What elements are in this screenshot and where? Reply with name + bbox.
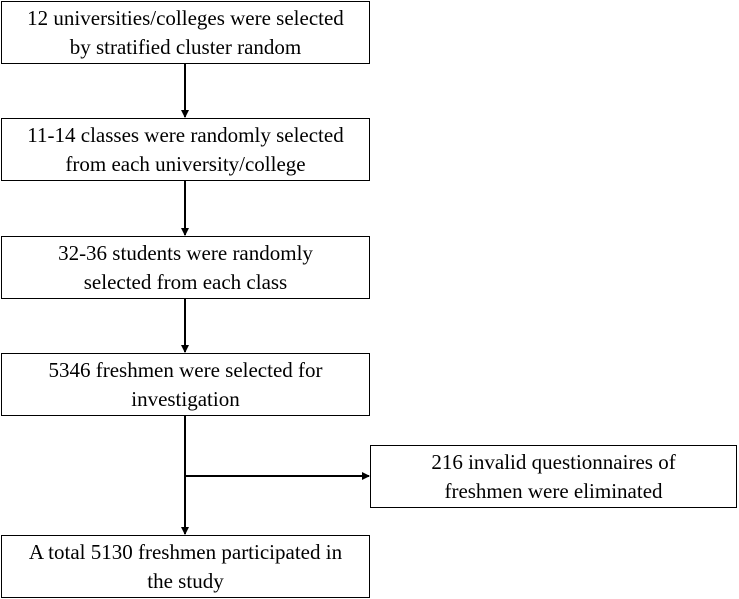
step-text-line: the study	[147, 568, 224, 593]
exclusion-text: 216 invalid questionnaires of freshmen w…	[431, 448, 675, 506]
step-text: 11-14 classes were randomly selected fro…	[27, 121, 343, 179]
step-text-line: investigation	[131, 386, 240, 411]
step-text-line: 32-36 students were randomly	[58, 240, 313, 265]
step-text: A total 5130 freshmen participated in th…	[29, 538, 342, 596]
step-text: 12 universities/colleges were selected b…	[27, 4, 344, 62]
exclusion-text-line: freshmen were eliminated	[444, 478, 663, 503]
step-text-line: by stratified cluster random	[69, 34, 302, 59]
step-text: 5346 freshmen were selected for investig…	[48, 356, 322, 414]
step-box-freshmen-selected: 5346 freshmen were selected for investig…	[1, 353, 370, 416]
step-text-line: A total 5130 freshmen participated in	[28, 539, 343, 564]
step-text: 32-36 students were randomly selected fr…	[58, 239, 313, 297]
step-text-line: selected from each class	[83, 269, 288, 294]
step-box-selection-students: 32-36 students were randomly selected fr…	[1, 236, 370, 299]
step-text-line: 11-14 classes were randomly selected	[27, 122, 344, 147]
step-box-selection-classes: 11-14 classes were randomly selected fro…	[1, 118, 370, 181]
step-box-selection-universities: 12 universities/colleges were selected b…	[1, 1, 370, 64]
step-text-line: from each university/college	[65, 151, 306, 176]
step-text-line: 12 universities/colleges were selected	[27, 5, 344, 30]
exclusion-box-invalid-questionnaires: 216 invalid questionnaires of freshmen w…	[370, 445, 737, 508]
step-box-final-participants: A total 5130 freshmen participated in th…	[1, 535, 370, 598]
exclusion-text-line: 216 invalid questionnaires of	[431, 449, 676, 474]
step-text-line: 5346 freshmen were selected for	[48, 357, 323, 382]
